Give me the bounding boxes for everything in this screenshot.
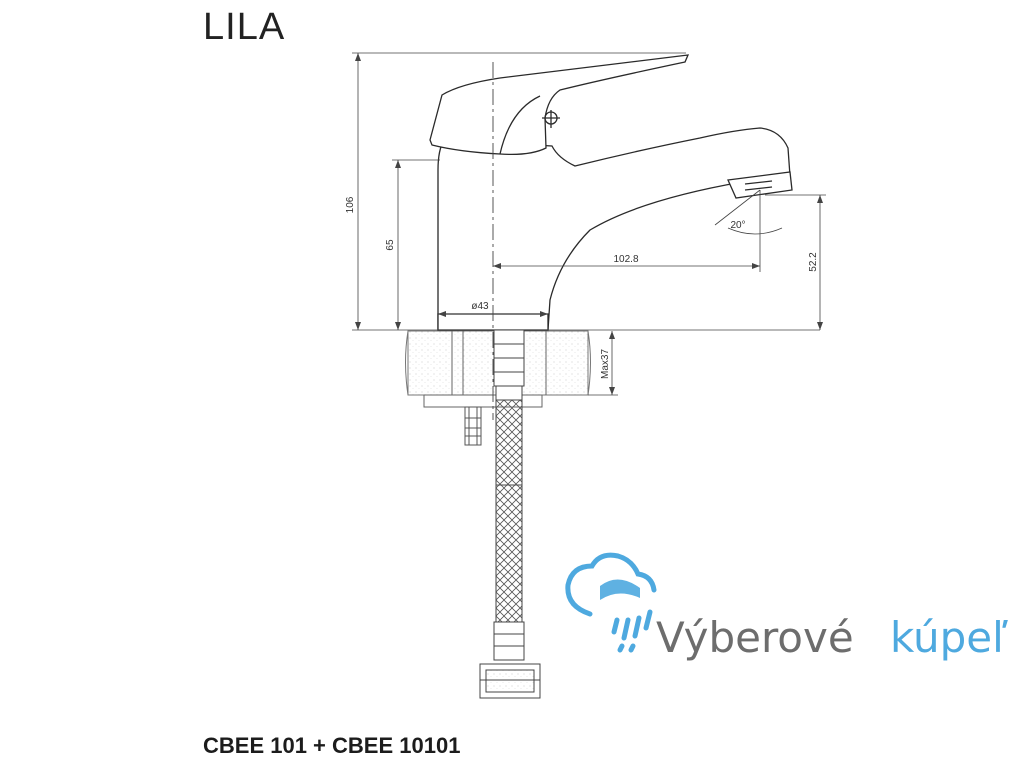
dim-label-20-degrees: 20° <box>730 220 745 231</box>
dim-label-52-2: 52.2 <box>808 252 819 272</box>
cloud-shower-icon <box>565 552 657 653</box>
braided-hose <box>479 329 541 699</box>
dim-label-106: 106 <box>345 196 356 213</box>
dim-label-max37: Max37 <box>600 349 611 379</box>
dim-label-diameter-43: ø43 <box>471 301 489 312</box>
mounting-stud <box>464 406 482 446</box>
dim-label-65: 65 <box>385 239 396 251</box>
faucet-body <box>437 127 793 331</box>
product-code: CBEE 101 + CBEE 10101 <box>203 733 461 758</box>
product-title: LILA <box>203 6 286 48</box>
dimension-arrows <box>355 53 823 395</box>
watermark-text-part1: Výberové <box>656 613 854 662</box>
lever-handle <box>429 54 690 156</box>
dim-label-102-8: 102.8 <box>613 254 638 265</box>
dimension-lines <box>352 52 826 396</box>
watermark-logo: Výberové kúpeľ <box>565 552 1008 662</box>
watermark-text-part2: kúpeľ <box>890 613 1008 662</box>
through-hole <box>451 331 547 395</box>
